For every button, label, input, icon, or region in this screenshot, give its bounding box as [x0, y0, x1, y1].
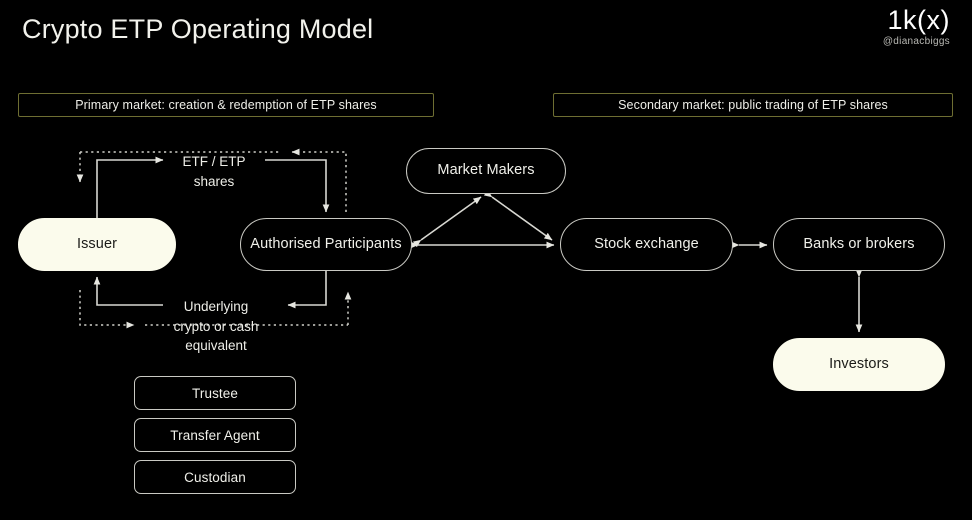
- secondary-market-band: Secondary market: public trading of ETP …: [553, 93, 953, 117]
- brand-handle: @dianacbiggs: [882, 36, 950, 48]
- primary-market-band: Primary market: creation & redemption of…: [18, 93, 434, 117]
- wire-issuer-to-shares: [96, 156, 164, 218]
- node-stock-exchange[interactable]: Stock exchange: [560, 218, 733, 271]
- service-box-transfer-agent[interactable]: Transfer Agent: [134, 418, 296, 452]
- brand-mark: 1k(x) @dianacbiggs: [882, 5, 950, 48]
- service-box-custodian[interactable]: Custodian: [134, 460, 296, 494]
- wire-ap-to-underlying: [287, 271, 327, 309]
- node-investors[interactable]: Investors: [773, 338, 945, 391]
- page-title: Crypto ETP Operating Model: [22, 14, 374, 44]
- node-issuer[interactable]: Issuer: [18, 218, 176, 271]
- flow-caption-shares: ETF / ETP shares: [182, 154, 246, 189]
- service-box-trustee[interactable]: Trustee: [134, 376, 296, 410]
- wire-shares-to-ap: [265, 159, 330, 213]
- wire-ap-marketmakers: [412, 196, 482, 248]
- node-banks-or-brokers[interactable]: Banks or brokers: [773, 218, 945, 271]
- brand-logo: 1k(x): [887, 5, 950, 35]
- wire-marketmakers-exchange: [483, 189, 553, 241]
- wire-dotted-issuer-bottom: [79, 290, 135, 329]
- node-authorised-participants[interactable]: Authorised Participants: [240, 218, 412, 271]
- wire-dotted-ap-top-to-issuer: [291, 148, 347, 212]
- node-market-makers[interactable]: Market Makers: [406, 148, 566, 194]
- flow-caption-underlying: Underlying crypto or cash equivalent: [173, 299, 259, 354]
